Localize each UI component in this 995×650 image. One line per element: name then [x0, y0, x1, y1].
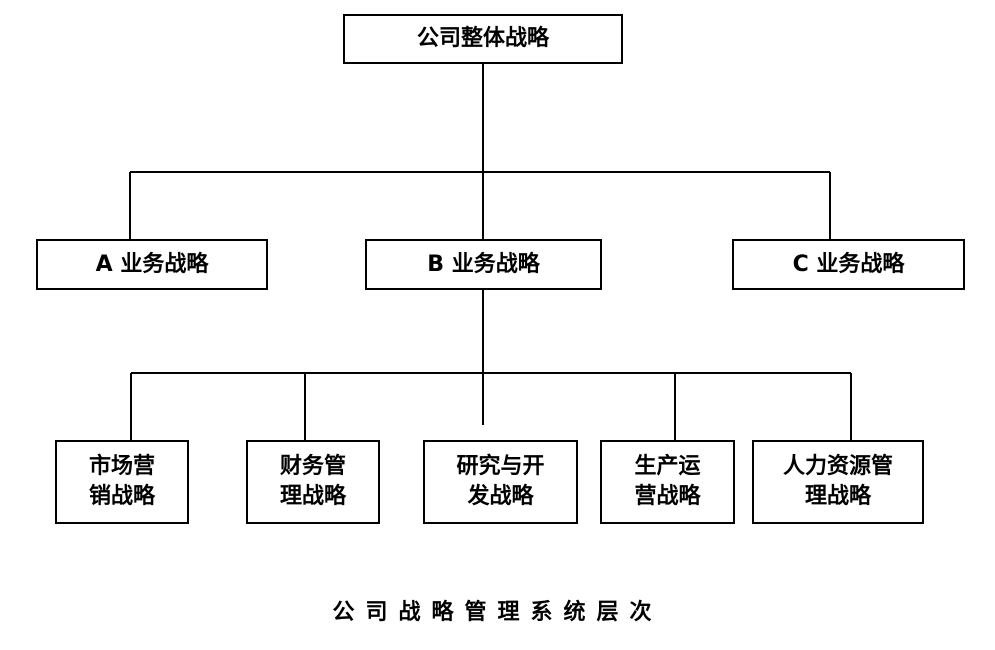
business-b-label: B 业务战略: [427, 251, 540, 277]
business-a-label: A 业务战略: [95, 251, 209, 277]
functional-marketing-line2: 销战略: [88, 484, 155, 509]
functional-finance-line1: 财务管: [279, 454, 346, 480]
functional-rnd-line2: 发战略: [467, 484, 534, 509]
functional-rnd-box: 研究与开 发战略: [423, 440, 578, 524]
functional-marketing-line1: 市场营: [88, 454, 155, 480]
functional-rnd-line1: 研究与开: [456, 454, 545, 480]
functional-production-line2: 营战略: [634, 484, 701, 509]
business-c-box: C 业务战略: [732, 239, 965, 290]
diagram-caption: 公司战略管理系统层次: [332, 600, 663, 625]
functional-hr-box: 人力资源管 理战略: [752, 440, 924, 524]
business-c-label: C 业务战略: [792, 251, 905, 277]
functional-production-line1: 生产运: [634, 454, 701, 480]
root-strategy-label: 公司整体战略: [416, 26, 549, 52]
functional-production-box: 生产运 营战略: [600, 440, 735, 524]
root-strategy-box: 公司整体战略: [343, 14, 623, 64]
business-b-box: B 业务战略: [365, 239, 602, 290]
business-a-box: A 业务战略: [36, 239, 268, 290]
functional-hr-line1: 人力资源管: [782, 454, 893, 480]
functional-hr-line2: 理战略: [804, 484, 871, 509]
functional-finance-box: 财务管 理战略: [246, 440, 380, 524]
functional-marketing-box: 市场营 销战略: [55, 440, 189, 524]
functional-finance-line2: 理战略: [279, 484, 346, 509]
